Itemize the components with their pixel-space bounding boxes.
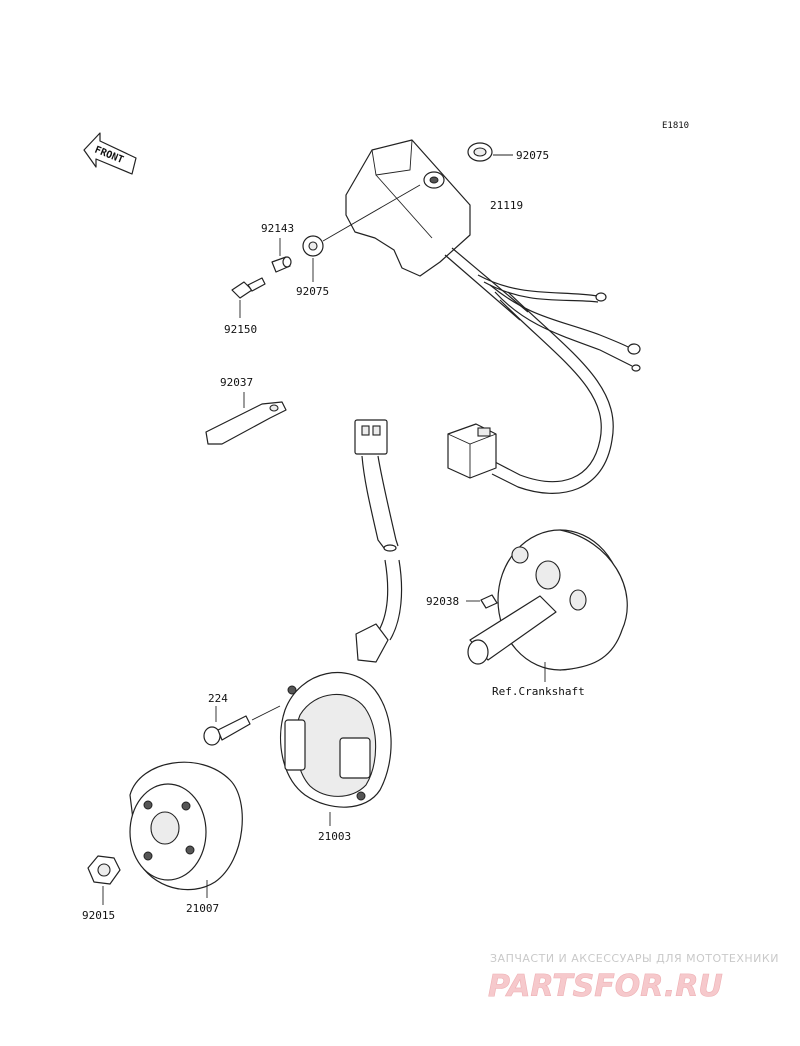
label-21119: 21119 bbox=[490, 199, 523, 212]
flywheel-nut: 92015 bbox=[82, 855, 121, 922]
label-92075-right: 92075 bbox=[516, 149, 549, 162]
ignitor-harness bbox=[447, 274, 641, 494]
stator-screw: 224 bbox=[203, 692, 281, 746]
watermark-tagline: ЗАПЧАСТИ И АКСЕССУАРЫ ДЛЯ МОТОТЕХНИКИ bbox=[490, 952, 779, 965]
label-92037: 92037 bbox=[220, 376, 253, 389]
crankshaft: Ref.Crankshaft bbox=[467, 529, 628, 698]
front-arrow-icon: FRONT bbox=[83, 132, 137, 175]
grommet-left: 92075 bbox=[296, 184, 421, 298]
label-92038: 92038 bbox=[426, 595, 459, 608]
label-224: 224 bbox=[208, 692, 228, 705]
heat-sink: 92037 bbox=[205, 376, 287, 445]
label-92015: 92015 bbox=[82, 909, 115, 922]
ignitor-unit bbox=[345, 139, 529, 321]
label-92150: 92150 bbox=[224, 323, 257, 336]
diagram-code: E1810 bbox=[662, 121, 689, 131]
label-21003: 21003 bbox=[318, 830, 351, 843]
label-92075-left: 92075 bbox=[296, 285, 329, 298]
grommet-right: 92075 bbox=[467, 142, 549, 162]
stator-harness bbox=[354, 419, 403, 663]
label-92143: 92143 bbox=[261, 222, 294, 235]
label-21007: 21007 bbox=[186, 902, 219, 915]
watermark-logo: PARTSFOR.RU bbox=[488, 969, 723, 1004]
woodruff-key: 92038 bbox=[426, 594, 498, 609]
collar: 92143 bbox=[261, 222, 294, 273]
label-ref-crankshaft: Ref.Crankshaft bbox=[492, 685, 585, 698]
ignitor-bolt: 92150 bbox=[224, 277, 266, 336]
stator: 21003 bbox=[279, 672, 392, 843]
flywheel: 21007 bbox=[129, 761, 243, 915]
